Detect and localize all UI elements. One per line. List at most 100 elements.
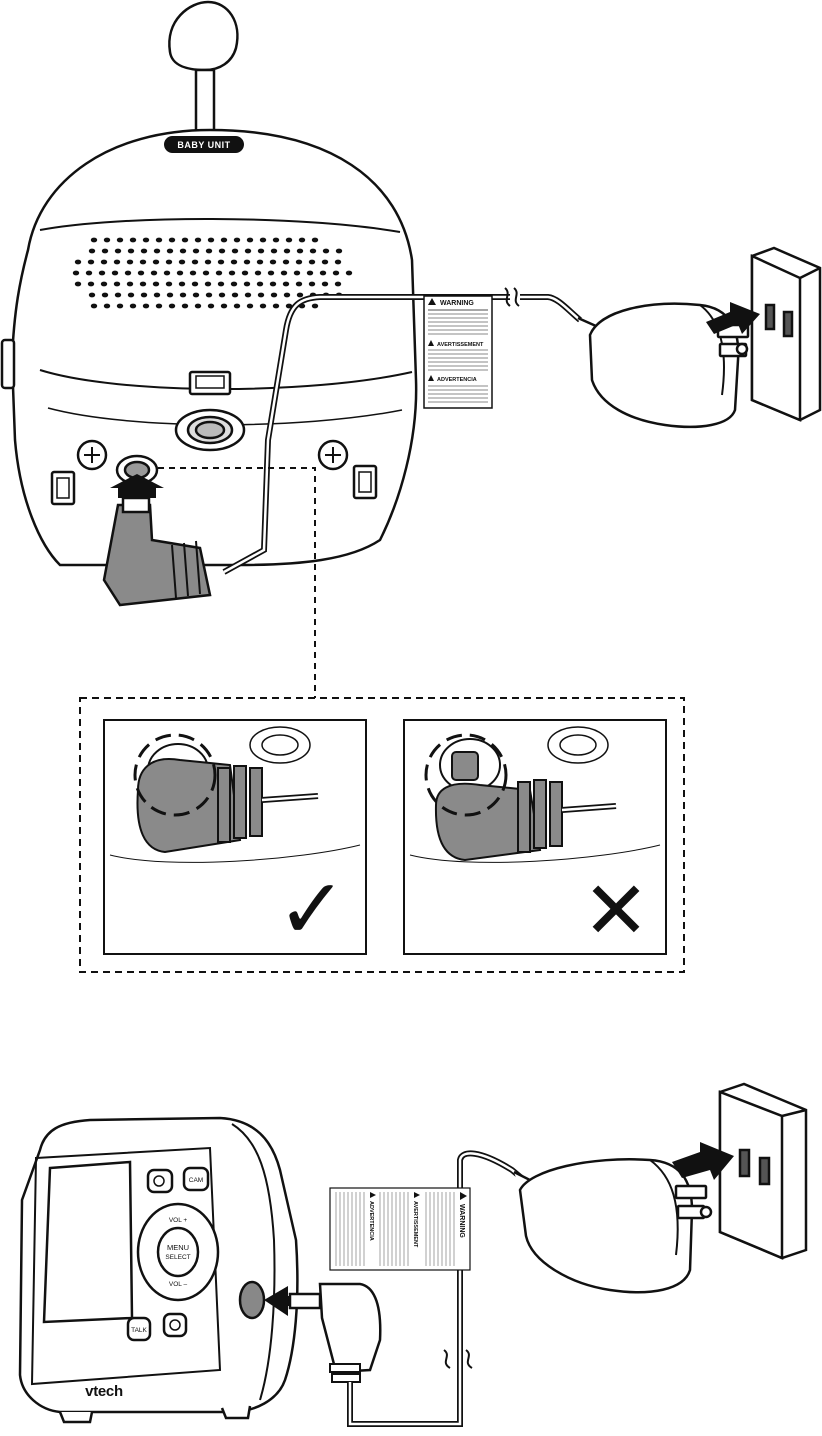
grille-hole: [165, 259, 173, 265]
grille-hole: [272, 303, 280, 309]
grille-hole: [321, 281, 329, 287]
correct-mark: ✓: [277, 862, 347, 956]
grille-hole: [308, 259, 316, 265]
wall-outlet-bottom: [718, 1082, 808, 1260]
grille-hole: [87, 259, 95, 265]
grille-hole: [311, 303, 319, 309]
grille-hole: [179, 248, 187, 254]
grille-hole: [295, 259, 303, 265]
grille-hole: [88, 248, 96, 254]
grille-hole: [285, 237, 293, 243]
grille-hole: [257, 292, 265, 298]
grille-hole: [163, 270, 171, 276]
grille-hole: [85, 270, 93, 276]
grille-hole: [74, 259, 82, 265]
grille-hole: [111, 270, 119, 276]
grille-hole: [256, 281, 264, 287]
grille-hole: [155, 237, 163, 243]
grille-hole: [259, 303, 267, 309]
pu-warning-title-3: ADVERTENCIA: [368, 1201, 374, 1241]
grille-hole: [127, 248, 135, 254]
grille-hole: [269, 259, 277, 265]
side-tab: [0, 338, 16, 390]
grille-hole: [295, 281, 303, 287]
grille-hole: [319, 270, 327, 276]
grille-hole: [228, 270, 236, 276]
grille-hole: [168, 237, 176, 243]
baby-unit-arrow: [110, 474, 164, 498]
grille-hole: [308, 281, 316, 287]
grille-hole: [334, 281, 342, 287]
parent-unit: [18, 1116, 299, 1424]
grille-hole: [244, 248, 252, 254]
grille-hole: [194, 237, 202, 243]
grille-hole: [90, 237, 98, 243]
grille-hole: [101, 292, 109, 298]
power-button: [162, 1312, 188, 1338]
outlet-arrow-top: [706, 302, 760, 334]
select-label: SELECT: [165, 1254, 190, 1261]
grille-hole: [283, 292, 291, 298]
parent-unit-dc-jack: [238, 1280, 266, 1320]
grille-hole: [114, 292, 122, 298]
menu-label: MENU: [167, 1243, 189, 1252]
grille-hole: [311, 237, 319, 243]
grille-hole: [178, 259, 186, 265]
parent-unit-screen: [42, 1160, 134, 1324]
baby-unit-badge-label: BABY UNIT: [177, 140, 230, 150]
grille-hole: [293, 270, 301, 276]
power-adapter-top: [577, 302, 750, 429]
grille-hole: [285, 303, 293, 309]
grille-hole: [335, 248, 343, 254]
grille-hole: [113, 259, 121, 265]
antenna-tip: [168, 0, 239, 72]
grille-hole: [267, 270, 275, 276]
wall-outlet-top: [750, 246, 822, 422]
baby-unit-dc-plug: [102, 496, 212, 607]
grille-hole: [270, 292, 278, 298]
grille-hole: [189, 270, 197, 276]
adapter-cable-top: [520, 294, 582, 323]
grille-hole: [205, 292, 213, 298]
grille-hole: [231, 292, 239, 298]
power-adapter-bottom: [513, 1158, 713, 1294]
baby-unit-badge: BABY UNIT: [164, 136, 244, 153]
grille-hole: [142, 303, 150, 309]
grille-hole: [322, 248, 330, 254]
grille-hole: [254, 270, 262, 276]
warning-title-1: WARNING: [440, 300, 474, 307]
pu-warning-title-2: AVERTISSEMENT: [412, 1201, 418, 1248]
grille-hole: [321, 259, 329, 265]
grille-hole: [241, 270, 249, 276]
grille-hole: [103, 237, 111, 243]
grille-hole: [100, 259, 108, 265]
grille-hole: [114, 248, 122, 254]
grille-hole: [244, 292, 252, 298]
grille-hole: [230, 259, 238, 265]
grille-hole: [257, 248, 265, 254]
grille-hole: [153, 292, 161, 298]
grille-hole: [101, 248, 109, 254]
grille-hole: [246, 303, 254, 309]
grille-hole: [166, 292, 174, 298]
grille-hole: [207, 237, 215, 243]
pu-warning-title-1: WARNING: [458, 1204, 465, 1238]
grille-hole: [137, 270, 145, 276]
baby-unit-warning-label: WARNING AVERTISSEMENT ADVERTENCIA: [423, 295, 493, 409]
grille-hole: [129, 237, 137, 243]
grille-hole: [179, 292, 187, 298]
grille-hole: [218, 292, 226, 298]
grille-hole: [220, 303, 228, 309]
grille-hole: [296, 248, 304, 254]
grille-hole: [243, 259, 251, 265]
cam-button-label: CAM: [189, 1177, 203, 1184]
grille-hole: [178, 281, 186, 287]
grille-hole: [127, 292, 135, 298]
grille-hole: [270, 248, 278, 254]
grille-hole: [166, 248, 174, 254]
grille-hole: [87, 281, 95, 287]
grille-hole: [98, 270, 106, 276]
warning-title-2: AVERTISSEMENT: [437, 342, 484, 348]
parent-unit-arrow: [264, 1286, 298, 1316]
cam-button: [182, 1166, 210, 1192]
